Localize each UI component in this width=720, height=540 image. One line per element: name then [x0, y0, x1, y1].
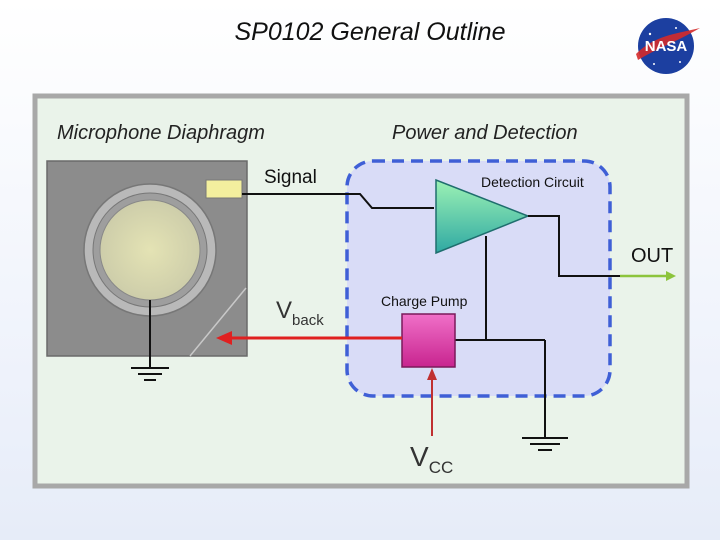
- out-wire: [528, 215, 620, 277]
- signal-wire: [242, 193, 434, 209]
- vcc-arrowhead: [427, 368, 437, 380]
- detection-circuit-label: Detection Circuit: [481, 174, 584, 190]
- out-label: OUT: [631, 245, 673, 267]
- vcc-label-main: V: [410, 441, 429, 472]
- charge-pump-block: [401, 313, 456, 368]
- logo-text: NASA: [645, 38, 688, 55]
- signal-pad: [205, 179, 243, 199]
- amplifier: [435, 178, 531, 255]
- power-detection-heading: Power and Detection: [392, 122, 578, 144]
- vback-arrowhead: [216, 331, 232, 345]
- nasa-logo: NASA: [636, 18, 700, 74]
- microphone-diaphragm-heading: Microphone Diaphragm: [57, 122, 265, 144]
- page-title: SP0102 General Outline: [234, 18, 506, 46]
- vcc-label: VCC: [410, 441, 453, 477]
- housing-diagonal: [189, 287, 247, 357]
- out-arrowhead: [666, 271, 676, 281]
- charge-pump-label: Charge Pump: [381, 293, 468, 309]
- diaphragm-plate: [99, 199, 201, 301]
- vback-label-main: V: [276, 297, 292, 324]
- vback-label-sub: back: [292, 312, 324, 329]
- vback-label: Vback: [276, 297, 324, 329]
- vcc-label-sub: CC: [429, 458, 454, 477]
- signal-label: Signal: [264, 167, 317, 188]
